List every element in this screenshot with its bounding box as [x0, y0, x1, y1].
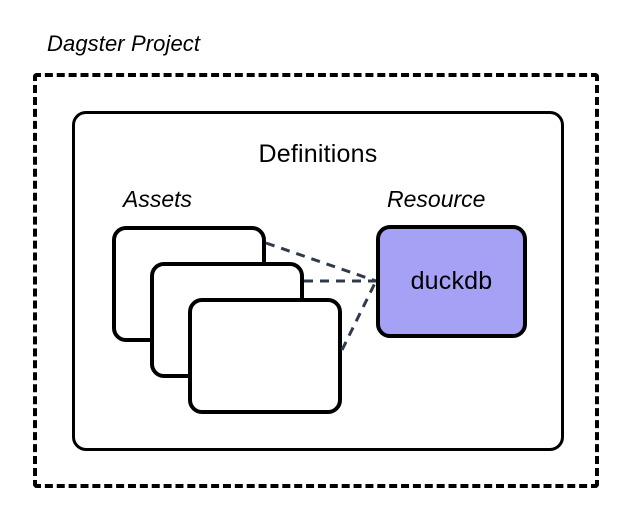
assets-label: Assets: [123, 186, 193, 212]
resource-box-duckdb[interactable]: duckdb: [376, 225, 527, 338]
resource-name: duckdb: [410, 267, 493, 295]
project-boundary: [33, 73, 599, 488]
definitions-label: Definitions: [258, 140, 378, 168]
project-title: Dagster Project: [47, 31, 201, 56]
resource-label: Resource: [387, 186, 486, 212]
asset-card[interactable]: [188, 298, 342, 414]
